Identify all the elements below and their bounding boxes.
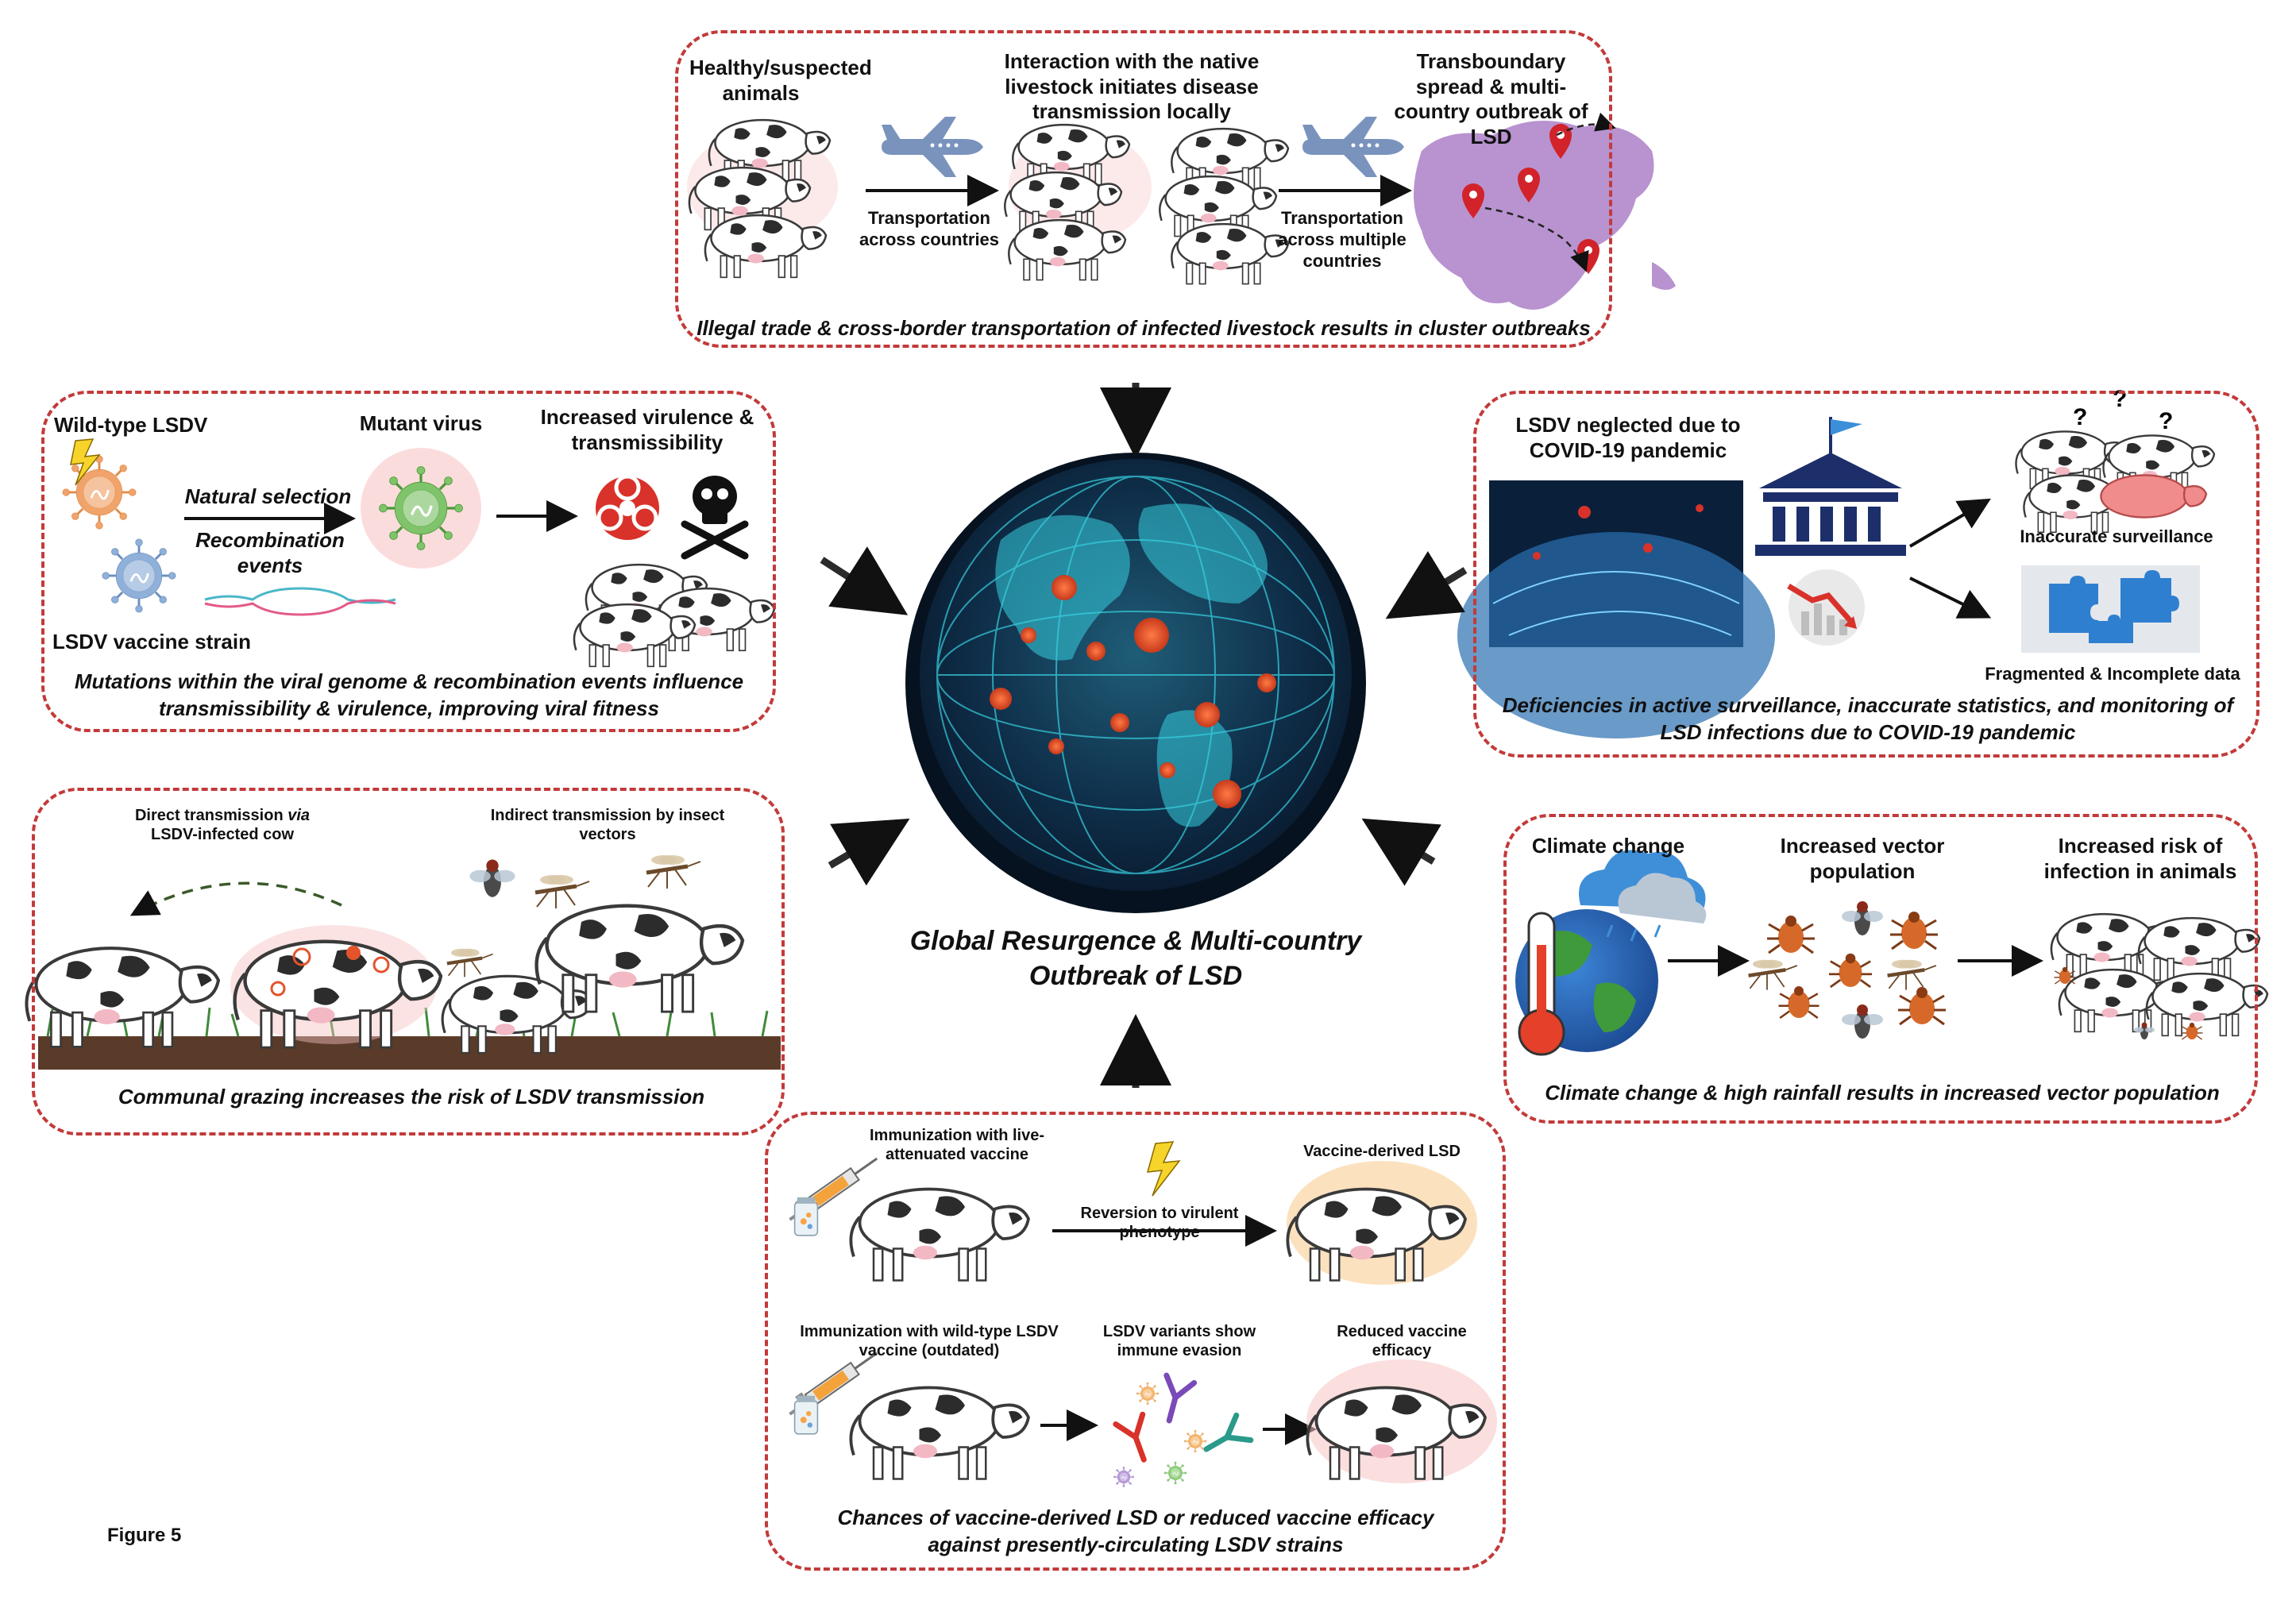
center-globe-icon — [905, 453, 1366, 913]
label-recombination: Recombination events — [195, 528, 345, 577]
reduced-efficacy-cow — [1306, 1359, 1497, 1483]
label-direct: Direct transmission via LSDV-infected co… — [127, 806, 318, 845]
skull-icon — [681, 476, 749, 560]
caption-mutation-2: transmissibility & virulence, improving … — [159, 696, 659, 720]
healthy-cow-herd — [687, 118, 838, 279]
label-reversion: Reversion to virulent phenotype — [1080, 1205, 1239, 1242]
label-vector: Increased vector population — [1780, 834, 1945, 883]
panel-grazing — [32, 788, 785, 1136]
asia-map — [1414, 121, 1676, 310]
label-healthy: Healthy/suspected animals — [689, 56, 872, 105]
caption-climate: Climate change & high rainfall results i… — [1545, 1081, 2220, 1105]
label-transboundary: Transboundary spread & multi-country out… — [1394, 49, 1588, 149]
climate-panel-graphics — [1515, 850, 2269, 1056]
direct-transmission-arrow — [129, 881, 342, 916]
label-vaccine-strain: LSDV vaccine strain — [52, 630, 251, 654]
converging-arrows — [820, 383, 1468, 1088]
caption-mutation-1: Mutations within the viral genome & reco… — [74, 669, 744, 693]
vaccine-panel-graphics — [781, 1141, 1497, 1488]
arrow-from-covid — [1385, 551, 1468, 619]
svg-text:?: ? — [2073, 404, 2087, 430]
panel-top — [675, 30, 1612, 348]
svg-text:?: ? — [2159, 408, 2173, 434]
figure-label: Figure 5 — [107, 1525, 182, 1546]
biohazard-icon — [596, 474, 659, 540]
interacting-cow-herd — [1004, 123, 1290, 285]
label-interaction: Interaction with the native livestock in… — [1004, 49, 1260, 124]
arrow-from-climate — [1361, 818, 1441, 886]
globe-network-image — [1457, 480, 1775, 738]
label-direct-pre: Direct transmission — [134, 807, 288, 824]
label-direct-via: via — [287, 807, 311, 824]
label-vaccine-derived: Vaccine-derived LSD — [1303, 1143, 1461, 1160]
label-variants: LSDV variants show immune evasion — [1102, 1323, 1256, 1360]
mutant-virus-icon — [361, 448, 481, 569]
cloud-icon — [1579, 850, 1707, 942]
puzzle-icon — [2021, 565, 2200, 653]
label-increased: Increased virulence & transmissibility — [540, 405, 754, 454]
question-icon: ? ? ? — [2073, 386, 2173, 434]
center-title-line1: Global Resurgence & Multi-country — [909, 926, 1362, 956]
covid-arrow-up — [1908, 498, 1991, 548]
recombination-strands — [204, 587, 396, 616]
label-transport-2: Transportation across multiple countries — [1278, 208, 1407, 271]
label-reduced: Reduced vaccine efficacy — [1337, 1323, 1467, 1360]
panel-climate — [1503, 814, 2258, 1124]
thermometer-icon — [1518, 912, 1565, 1056]
caption-covid-2: LSD infections due to COVID-19 pandemic — [1660, 720, 2076, 744]
caption-vaccine-2: against presently-circulating LSDV strai… — [928, 1533, 1344, 1556]
caption-covid-1: Deficiencies in active surveillance, ina… — [1502, 693, 2234, 717]
arrow-from-grazing — [828, 818, 910, 886]
label-risk: Increased risk of infection in animals — [2043, 834, 2237, 883]
label-inaccurate: Inaccurate surveillance — [2020, 526, 2213, 546]
label-live-vaccine: Immunization with live-attenuated vaccin… — [869, 1127, 1044, 1164]
mutation-panel-graphics — [61, 438, 776, 668]
covid-panel-graphics: ? ? ? — [1457, 386, 2216, 738]
lightning-icon — [70, 438, 101, 486]
label-climate: Climate change — [1531, 834, 1685, 858]
vaccine-derived-cow — [1286, 1161, 1477, 1285]
lightning-icon — [1146, 1141, 1181, 1197]
arrow-from-mutation — [820, 546, 909, 615]
label-neglected: LSDV neglected due to COVID-19 pandemic — [1515, 413, 1741, 462]
label-wildtype-vaccine: Immunization with wild-type LSDV vaccine… — [800, 1323, 1059, 1360]
top-panel-graphics — [687, 112, 1676, 310]
uncertain-cow-group — [2015, 430, 2216, 534]
chart-down-icon — [1787, 569, 1865, 646]
covid-arrow-down — [1909, 576, 1992, 619]
caption-top: Illegal trade & cross-border transportat… — [697, 316, 1591, 340]
flag-icon — [1829, 417, 1862, 457]
hotspots — [990, 575, 1276, 808]
panel-covid — [1473, 391, 2259, 758]
label-indirect: Indirect transmission by insect vectors — [490, 807, 725, 844]
caption-vaccine-1: Chances of vaccine-derived LSD or reduce… — [837, 1506, 1434, 1529]
label-natural-selection: Natural selection — [184, 484, 352, 508]
grazing-panel-graphics — [26, 855, 781, 1070]
panel-vaccine — [765, 1112, 1506, 1571]
label-transport-1: Transportation across countries — [859, 208, 1000, 249]
caption-grazing: Communal grazing increases the risk of L… — [118, 1085, 705, 1109]
infected-grazing-cow — [230, 925, 441, 1047]
label-fragmented: Fragmented & Incomplete data — [1985, 664, 2240, 684]
label-mutant: Mutant virus — [359, 411, 483, 435]
center-title-line2: Outbreak of LSD — [1028, 961, 1243, 991]
label-wildtype: Wild-type LSDV — [54, 413, 208, 437]
building-icon — [1755, 453, 1906, 556]
label-direct-post: LSDV-infected cow — [150, 826, 295, 844]
panel-mutation — [41, 391, 776, 732]
